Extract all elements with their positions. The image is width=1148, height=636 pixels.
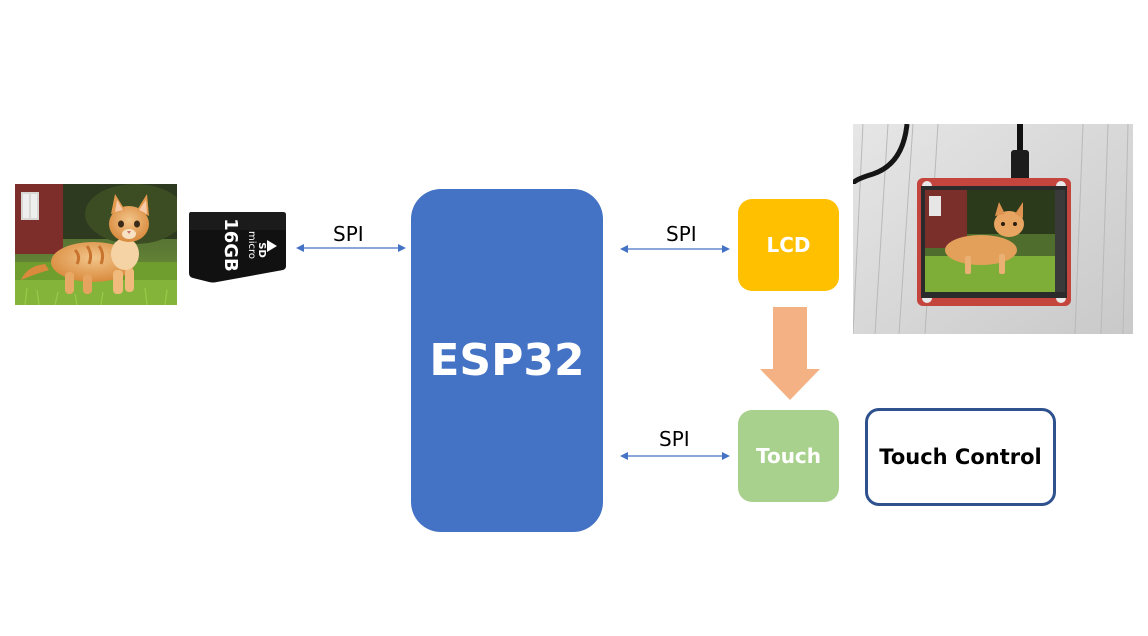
sd-capacity-text: 16GB (220, 218, 241, 272)
touch-label: Touch (755, 444, 822, 468)
lcd-screen-photo (853, 124, 1133, 334)
esp32-label: ESP32 (429, 335, 585, 386)
touch-control-box: Touch Control (865, 408, 1056, 506)
touch-block: Touch (738, 410, 839, 502)
spi-link-label: SPI (659, 427, 690, 451)
lcd-label: LCD (766, 233, 811, 257)
sd-esp32-connector (296, 244, 406, 252)
touch-control-label: Touch Control (879, 445, 1042, 469)
svg-text:micro: micro (246, 231, 257, 259)
esp32-lcd-connector (620, 245, 730, 253)
esp32-block: ESP32 (411, 189, 603, 532)
lcd-block: LCD (738, 199, 839, 291)
svg-text:SD: SD (256, 242, 267, 258)
spi-link-label: SPI (666, 222, 697, 246)
kitten-photo (15, 184, 177, 305)
esp32-touch-connector (620, 452, 730, 460)
micro-sd-card-icon: 16GB micro SD (187, 210, 287, 284)
flow-down-arrow (760, 307, 820, 400)
spi-link-label: SPI (333, 222, 364, 246)
